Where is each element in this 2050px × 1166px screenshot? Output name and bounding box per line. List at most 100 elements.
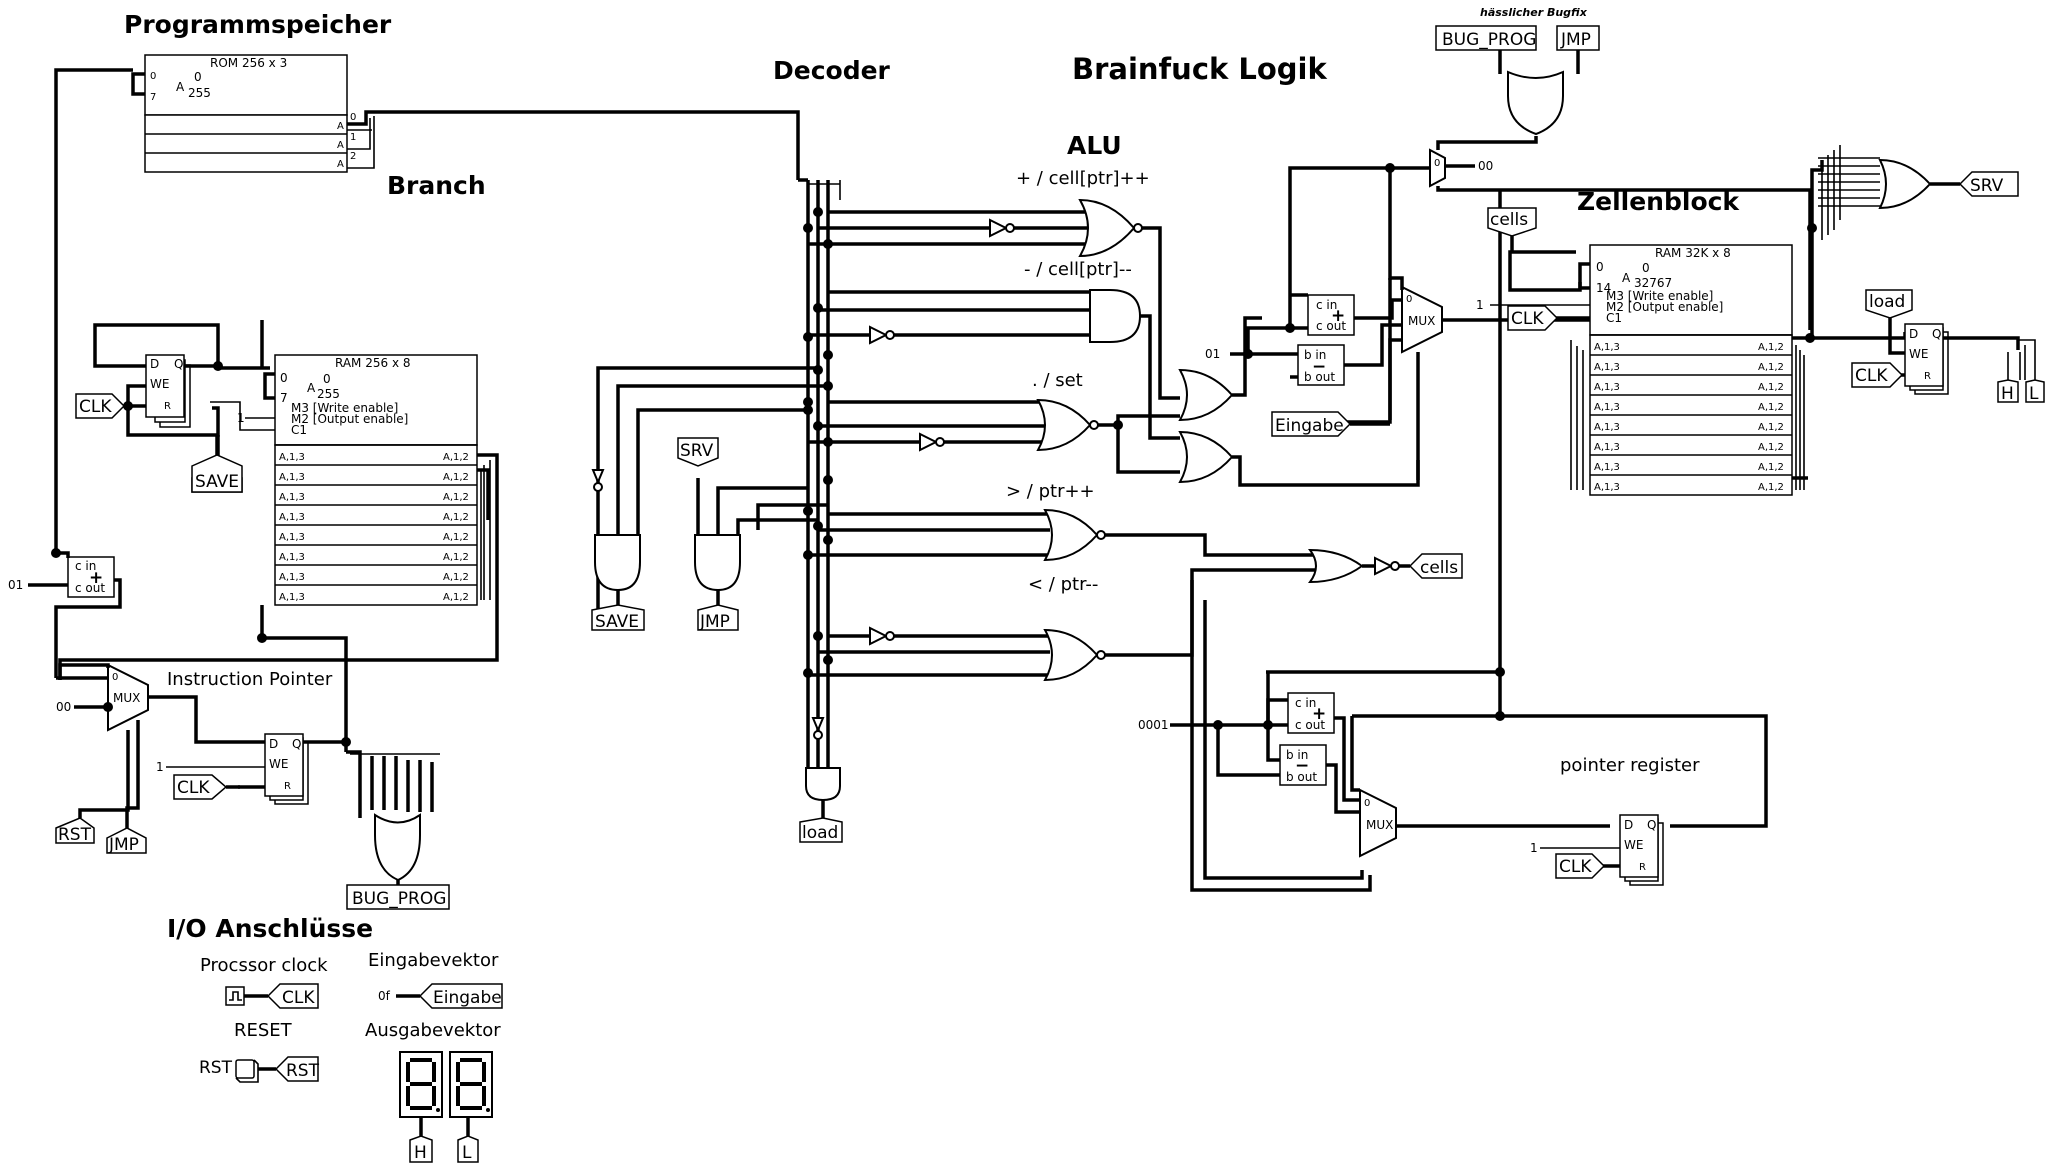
branch-ram-row-in-label: A,1,3	[279, 572, 305, 583]
clock-source-icon	[225, 986, 245, 1006]
io-output-label: Ausgabevektor	[365, 1020, 501, 1041]
tunnel-clk-ptr: CLK	[1555, 853, 1606, 879]
ip-adder-cout: c out	[75, 581, 105, 595]
tunnel-load-right: load	[1865, 289, 1913, 319]
cell-adder-cin: c in	[1316, 298, 1337, 312]
alu-op-inc: + / cell[ptr]++	[1016, 168, 1150, 189]
cell-ram-title: RAM 32K x 8	[1655, 246, 1731, 260]
ip-dff-q: Q	[292, 737, 301, 751]
branch-ram-row-out-label: A,1,2	[443, 532, 469, 543]
ptr-adder-cin: c in	[1295, 696, 1316, 710]
branch-ram-row-in-label: A,1,3	[279, 492, 305, 503]
alu-op-set: . / set	[1032, 370, 1083, 391]
ip-adder: c in c out +	[67, 556, 115, 598]
tunnel-save-branch-label: SAVE	[195, 472, 239, 492]
out-dff-q: Q	[1932, 327, 1941, 341]
tunnel-cells-block-label: cells	[1490, 210, 1528, 230]
tunnel-srv-decoder: SRV	[677, 437, 719, 467]
branch-ram-row-in-label: A,1,3	[279, 532, 305, 543]
cell-ram-row-in-label: A,1,3	[1594, 442, 1620, 453]
rom-range-lo: 0	[194, 70, 202, 84]
tunnel-load-right-label: load	[1869, 292, 1905, 312]
branch-ram-row-out-label: A,1,2	[443, 552, 469, 563]
ip-adder-cin: c in	[75, 559, 96, 573]
cell-mux-label: MUX	[1408, 314, 1435, 328]
rom-A: A	[176, 80, 185, 94]
ptr-adder-cout: c out	[1295, 718, 1325, 732]
tunnel-clk-ptr-label: CLK	[1559, 857, 1592, 877]
cell-sub-bin: b in	[1304, 348, 1326, 362]
decoder-title: Decoder	[773, 56, 891, 85]
tunnel-eingabe-io-label: Eingabe	[433, 988, 502, 1008]
decoder-bus-junctions	[803, 207, 833, 678]
branch-ram-row-in-label: A,1,3	[279, 592, 305, 603]
cell-sub-bout: b out	[1304, 370, 1335, 384]
srv-const: 00	[1478, 159, 1493, 173]
bugfix-label: hässlicher Bugfix	[1480, 6, 1588, 19]
branch-ram-A: A	[307, 381, 316, 395]
branch-dff-q: Q	[174, 357, 183, 371]
cell-ram-row-in-label: A,1,3	[1594, 342, 1620, 353]
alu-title: ALU	[1067, 131, 1122, 160]
ip-dff-d: D	[269, 737, 278, 751]
ptr-sub-minus: −	[1295, 756, 1309, 776]
ip-we-const: 1	[156, 760, 164, 774]
tunnel-load-decoder-label: load	[802, 823, 838, 843]
tunnel-jmp-decoder-label: JMP	[699, 612, 730, 632]
cell-adder: c in c out +	[1307, 294, 1355, 336]
cell-ram-c1: C1	[1606, 311, 1622, 325]
ptr-inc-or-gate	[1043, 508, 1099, 562]
rom-bit0: 0	[350, 112, 356, 123]
cell-sub-minus: −	[1312, 357, 1326, 377]
ptr-mux	[1359, 788, 1397, 858]
tunnel-save-decoder-label: SAVE	[595, 612, 639, 632]
out-dff-we: WE	[1909, 347, 1928, 361]
tunnel-h-io-label: H	[414, 1143, 427, 1163]
tunnel-load-decoder: load	[799, 817, 843, 843]
rom-out-a0: A	[337, 121, 344, 132]
ip-mux-0: 0	[112, 672, 118, 683]
cell-subtractor: b in b out −	[1297, 344, 1345, 386]
tunnel-jmp-decoder: JMP	[697, 604, 739, 632]
tunnel-save-decoder: SAVE	[591, 604, 645, 632]
tunnel-jmp-top-label: JMP	[1560, 30, 1591, 50]
dec-and-gate	[1089, 289, 1142, 343]
io-clock-label: Procssor clock	[200, 955, 328, 976]
program-memory-title: Programmspeicher	[124, 10, 392, 39]
tunnel-clk-branch: CLK	[75, 393, 126, 419]
tunnel-h-right-label: H	[2001, 384, 2014, 404]
reset-button-icon[interactable]	[235, 1059, 259, 1083]
cell-ram-row-in-label: A,1,3	[1594, 462, 1620, 473]
tunnel-eingabe: Eingabe	[1271, 411, 1352, 437]
cell-ram-m3: M3 [Write enable]	[1606, 289, 1713, 303]
branch-ram-row-out-label: A,1,2	[443, 512, 469, 523]
branch-ram-row-out-label: A,1,2	[443, 472, 469, 483]
branch-ram-row-in-label: A,1,3	[279, 552, 305, 563]
cell-ram-row-in-label: A,1,3	[1594, 382, 1620, 393]
ip-dff-r: R	[284, 781, 291, 792]
ip-inc-const: 01	[8, 578, 23, 592]
branch-ram-row-out-label: A,1,2	[443, 572, 469, 583]
seven-segment-low	[449, 1051, 493, 1118]
rom-addr-hi: 7	[150, 92, 156, 103]
branch-ram-row-in-label: A,1,3	[279, 452, 305, 463]
cell-ram-row-out-label: A,1,2	[1758, 442, 1784, 453]
or-stage2-a	[1178, 368, 1234, 422]
cells-or-gate	[1308, 548, 1364, 584]
branch-ram-row-out-label: A,1,2	[443, 492, 469, 503]
cell-ram-block: RAM 32K x 8 0 14 A 0 32767 M3 [Write ena…	[1589, 244, 1793, 496]
tunnel-l-right: L	[2025, 379, 2045, 404]
tunnel-rst-label: RST	[58, 825, 92, 845]
bugfix-or-gate	[1507, 70, 1564, 136]
rom-bit1: 1	[350, 132, 356, 143]
tunnel-clk-branch-label: CLK	[79, 397, 112, 417]
tunnel-clk-io-label: CLK	[282, 988, 315, 1008]
branch-ram-row-out-label: A,1,2	[443, 592, 469, 603]
ptr-mux-label: MUX	[1366, 818, 1393, 832]
pointer-register-label: pointer register	[1560, 755, 1700, 776]
tunnel-jmp-top: JMP	[1556, 25, 1600, 51]
cell-ram-row-out-label: A,1,2	[1758, 482, 1784, 493]
srv-or-gate	[1878, 158, 1932, 210]
cell-ram-addr-lo: 0	[1596, 260, 1604, 274]
